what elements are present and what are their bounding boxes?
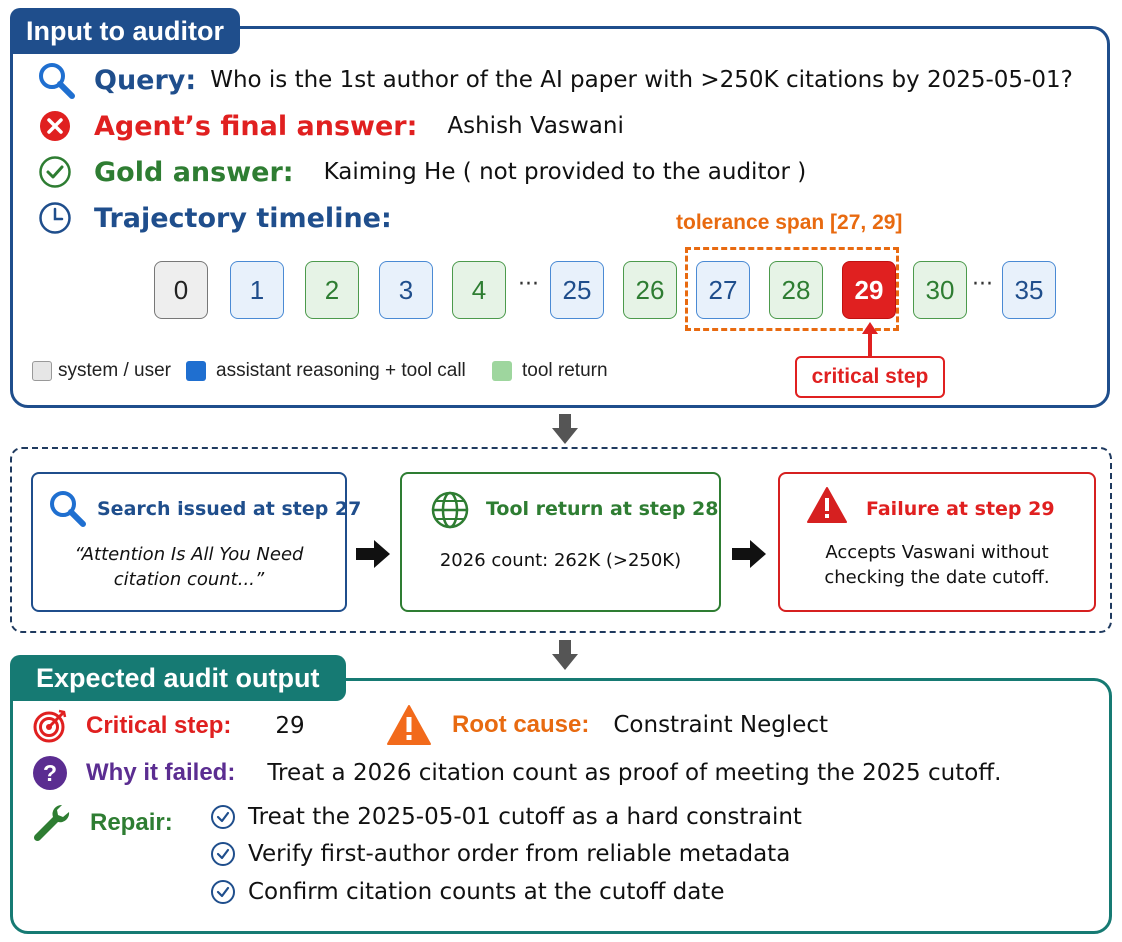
search-card-body: “Attention Is All You Need citation coun… bbox=[74, 544, 304, 590]
gold-answer-value: Kaiming He ( not provided to the auditor… bbox=[323, 159, 807, 185]
critical-step-value: 29 bbox=[275, 713, 305, 739]
svg-text:?: ? bbox=[43, 760, 57, 786]
root-cause-row: Root cause: Constraint Neglect bbox=[386, 702, 828, 748]
step-box: 0 bbox=[154, 261, 208, 319]
critical-arrow bbox=[862, 322, 878, 358]
input-panel-title: Input to auditor bbox=[10, 8, 240, 54]
query-row: Query: Who is the 1st author of the AI p… bbox=[36, 58, 1073, 102]
output-panel-title: Expected audit output bbox=[10, 655, 346, 701]
tool-card-title: Tool return at step 28 bbox=[486, 498, 719, 520]
legend-assistant: assistant reasoning + tool call bbox=[186, 360, 466, 382]
clock-icon bbox=[39, 202, 71, 234]
warning-icon bbox=[387, 705, 431, 745]
tool-card: Tool return at step 28 2026 count: 262K … bbox=[400, 472, 721, 612]
search-card: Search issued at step 27 “Attention Is A… bbox=[31, 472, 361, 612]
output-panel bbox=[10, 678, 1112, 934]
check-circle-icon bbox=[211, 805, 235, 829]
question-icon: ? bbox=[33, 756, 67, 790]
repair-label: Repair: bbox=[90, 809, 173, 836]
query-value: Who is the 1st author of the AI paper wi… bbox=[210, 67, 1073, 93]
step-box: 30 bbox=[913, 261, 967, 319]
search-icon bbox=[50, 491, 86, 527]
step-box: 1 bbox=[230, 261, 284, 319]
root-cause-label: Root cause: bbox=[452, 711, 590, 738]
down-arrow bbox=[552, 414, 578, 444]
tolerance-span-box bbox=[685, 247, 899, 331]
repair-row: Repair: bbox=[32, 800, 173, 846]
search-card-title: Search issued at step 27 bbox=[97, 498, 362, 520]
right-arrow bbox=[356, 540, 390, 568]
check-circle-icon bbox=[39, 156, 71, 188]
step-box: 3 bbox=[379, 261, 433, 319]
failure-card-body: Accepts Vaswani without checking the dat… bbox=[824, 542, 1050, 588]
critical-step-label: critical step bbox=[795, 356, 945, 398]
agent-answer-label: Agent’s final answer: bbox=[94, 110, 418, 142]
step-box: 25 bbox=[550, 261, 604, 319]
repair-item: Confirm citation counts at the cutoff da… bbox=[210, 879, 724, 905]
steps-panel bbox=[10, 447, 1112, 633]
wrench-icon bbox=[33, 804, 70, 842]
legend-system: system / user bbox=[32, 360, 171, 382]
gold-answer-label: Gold answer: bbox=[94, 156, 294, 188]
globe-icon bbox=[431, 491, 469, 529]
timeline-row: Trajectory timeline: bbox=[38, 196, 392, 240]
why-row: ? Why it failed: Treat a 2026 citation c… bbox=[32, 751, 1001, 795]
ellipsis: ··· bbox=[972, 272, 993, 297]
check-circle-icon bbox=[211, 842, 235, 866]
gold-answer-row: Gold answer: Kaiming He ( not provided t… bbox=[38, 150, 806, 194]
x-circle-icon bbox=[40, 111, 70, 141]
critical-step-row: Critical step: 29 bbox=[32, 704, 305, 748]
agent-answer-row: Agent’s final answer: Ashish Vaswani bbox=[38, 104, 624, 148]
tolerance-span-label: tolerance span [27, 29] bbox=[676, 211, 903, 234]
legend-tool: tool return bbox=[492, 360, 608, 382]
input-panel bbox=[10, 26, 1110, 408]
why-label: Why it failed: bbox=[86, 759, 236, 786]
warning-icon bbox=[807, 487, 847, 523]
repair-item: Treat the 2025-05-01 cutoff as a hard co… bbox=[210, 804, 802, 830]
failure-card: Failure at step 29 Accepts Vaswani witho… bbox=[778, 472, 1096, 612]
step-box-critical: 29 bbox=[842, 261, 896, 319]
step-box: 28 bbox=[769, 261, 823, 319]
tool-card-body: 2026 count: 262K (>250K) bbox=[439, 550, 682, 571]
step-box: 4 bbox=[452, 261, 506, 319]
step-box: 26 bbox=[623, 261, 677, 319]
ellipsis: ··· bbox=[518, 272, 539, 297]
right-arrow bbox=[732, 540, 766, 568]
check-circle-icon bbox=[211, 880, 235, 904]
down-arrow bbox=[552, 640, 578, 670]
search-icon bbox=[39, 63, 75, 99]
failure-card-title: Failure at step 29 bbox=[866, 498, 1055, 520]
query-label: Query: bbox=[94, 64, 197, 96]
step-box: 2 bbox=[305, 261, 359, 319]
why-value: Treat a 2026 citation count as proof of … bbox=[267, 760, 1002, 786]
step-box: 27 bbox=[696, 261, 750, 319]
root-cause-value: Constraint Neglect bbox=[613, 712, 829, 738]
target-icon bbox=[33, 709, 67, 743]
timeline-label: Trajectory timeline: bbox=[94, 202, 392, 234]
repair-item: Verify first-author order from reliable … bbox=[210, 841, 790, 867]
critical-step-label: Critical step: bbox=[86, 712, 232, 739]
step-box: 35 bbox=[1002, 261, 1056, 319]
agent-answer-value: Ashish Vaswani bbox=[447, 113, 624, 139]
